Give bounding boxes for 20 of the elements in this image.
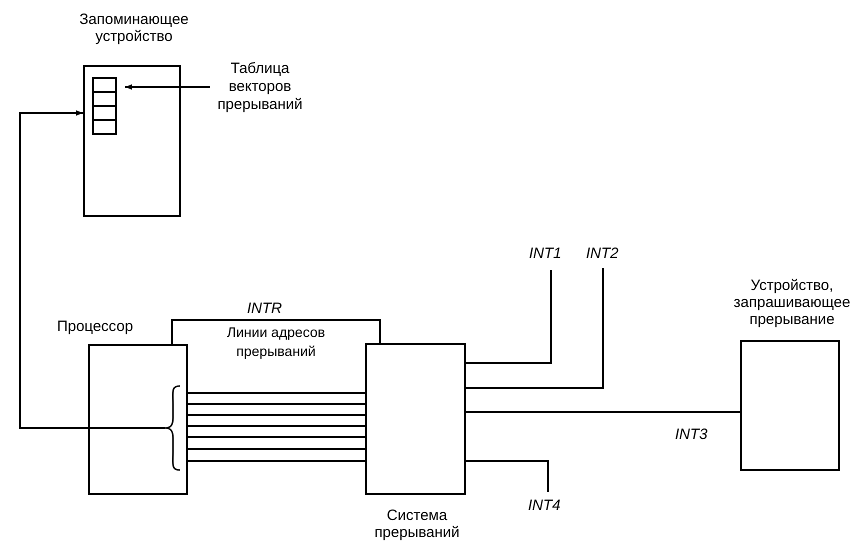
signal-line xyxy=(188,436,365,438)
signal-line xyxy=(188,448,365,450)
signal-line xyxy=(466,268,604,389)
signal-line xyxy=(188,425,365,427)
node-heading: Система прерываний xyxy=(373,507,461,541)
signal-line xyxy=(466,411,740,413)
arrow xyxy=(125,84,210,90)
node-heading: Устройство, запрашивающее прерывание xyxy=(732,277,852,328)
signal-line xyxy=(188,460,365,462)
signal-line xyxy=(171,319,381,344)
node-heading: Запоминающее устройство xyxy=(78,11,190,45)
signal-line xyxy=(188,403,365,405)
signal-line xyxy=(188,392,365,394)
signal-line xyxy=(188,414,365,416)
annotation-text: Линии адресов прерываний xyxy=(226,323,326,361)
signal-line xyxy=(466,460,549,492)
signal-line xyxy=(466,270,552,364)
arrow xyxy=(19,110,165,429)
node-heading: Процессор xyxy=(56,318,134,335)
annotation-text: Таблица векторов прерываний xyxy=(205,60,315,116)
